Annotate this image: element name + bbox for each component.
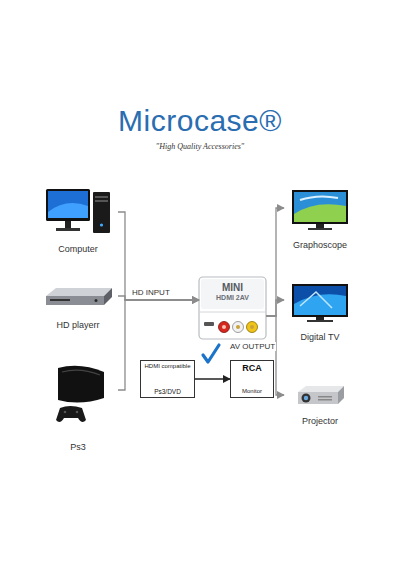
tagline: "High Quality Accessories" (0, 142, 400, 151)
signal-box: HDMI compatiblePs3/DVD (140, 360, 195, 398)
adapter-box: MINIHDMI 2AV (199, 277, 266, 339)
device-node: Digital TV (284, 278, 356, 342)
device-label: Ps3 (70, 442, 86, 452)
connector-arrow (266, 208, 284, 316)
device-label: Computer (58, 244, 98, 254)
projector-icon (298, 386, 344, 404)
brand-title: Microcase® (0, 104, 400, 138)
box-caption: HDMI 2AV (216, 294, 249, 302)
device-node: Graphoscope (284, 186, 356, 250)
device-label: Projector (302, 416, 338, 426)
box-heading: HDMI compatible (144, 363, 190, 370)
box-caption: Ps3/DVD (154, 388, 181, 395)
connector-arrow (195, 378, 230, 379)
device-label: Graphoscope (293, 240, 347, 250)
ps3-icon (56, 366, 104, 422)
device-label: Digital TV (301, 332, 340, 342)
box-caption: Monitor (242, 388, 262, 395)
device-label: HD playerr (56, 320, 99, 330)
device-node: HD playerr (38, 278, 118, 330)
connector-arrow (266, 300, 284, 316)
device-node: Ps3 (38, 360, 118, 452)
check-mark (203, 345, 219, 362)
adapter-body (199, 277, 266, 339)
device-node: Projector (284, 380, 356, 426)
box-heading: MINI (222, 282, 243, 294)
graphoscope-icon (292, 190, 348, 230)
signal-box: RCA Monitor (230, 360, 274, 398)
box-heading: RCA (242, 363, 262, 373)
connector-arrow (118, 212, 199, 300)
digital-tv-icon (292, 284, 348, 322)
port-label: HD INPUT (131, 288, 171, 297)
computer-icon (46, 189, 110, 233)
hd-player-icon (46, 288, 112, 305)
port-label: AV OUTPUT (229, 342, 276, 351)
device-node: Computer (38, 182, 118, 254)
